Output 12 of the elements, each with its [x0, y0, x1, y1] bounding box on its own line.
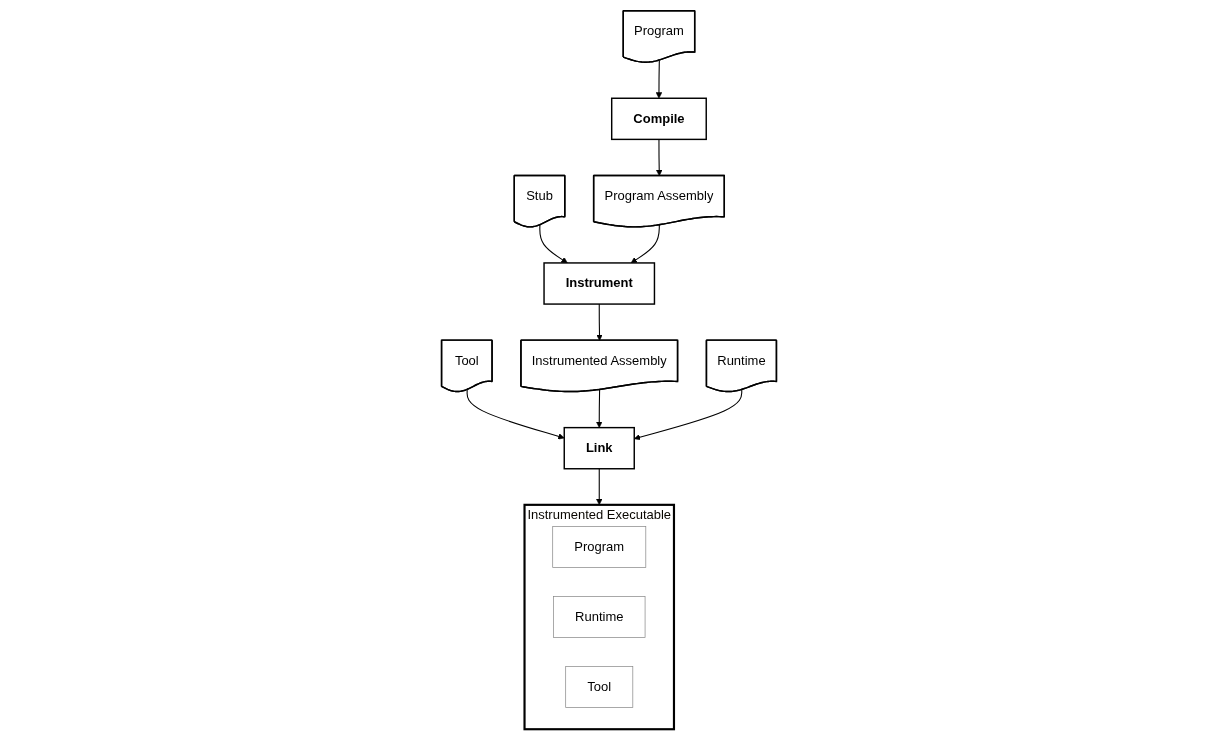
- arrow: [595, 303, 603, 341]
- node-box: Compile: [610, 97, 707, 141]
- node-box: Tool: [564, 666, 633, 708]
- arrow: [655, 59, 662, 99]
- node-box: Runtime: [552, 596, 645, 638]
- arrow: [595, 389, 602, 428]
- node-box: Program: [551, 526, 646, 568]
- arrow: [633, 389, 742, 441]
- node-box: Link: [563, 426, 635, 470]
- arrow: [538, 224, 568, 264]
- arrow: [630, 224, 660, 264]
- node-box: Instrument: [542, 262, 655, 305]
